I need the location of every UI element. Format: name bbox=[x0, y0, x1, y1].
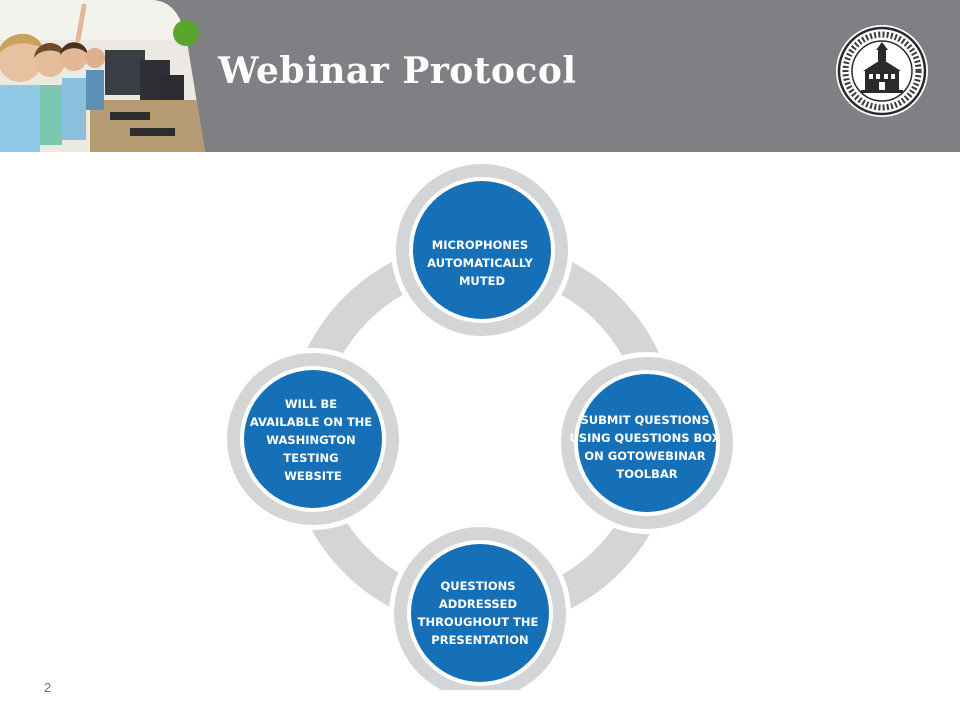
node-top-text: MICROPHONES AUTOMATICALLY MUTED bbox=[427, 238, 537, 288]
node-right-line-3: ON GOTOWEBINAR bbox=[584, 449, 705, 463]
slide-title: Webinar Protocol bbox=[218, 50, 577, 92]
node-top-line-3: MUTED bbox=[459, 274, 505, 288]
node-top: MICROPHONES AUTOMATICALLY MUTED bbox=[391, 160, 573, 341]
node-top-line-2: AUTOMATICALLY bbox=[427, 256, 533, 270]
node-left-line-2: AVAILABLE ON THE bbox=[250, 415, 372, 429]
node-right-line-4: TOOLBAR bbox=[616, 467, 677, 481]
node-left-line-3: WASHINGTON bbox=[266, 433, 355, 447]
node-left-text: WILL BE AVAILABLE ON THE WASHINGTON TEST… bbox=[250, 397, 376, 483]
node-bottom-line-3: THROUGHOUT THE bbox=[418, 615, 539, 629]
page-number: 2 bbox=[44, 680, 52, 695]
node-bottom-text: QUESTIONS ADDRESSED THROUGHOUT THE PRESE… bbox=[418, 579, 543, 647]
header-band: Webinar Protocol bbox=[0, 0, 960, 152]
node-right-text: SUBMIT QUESTIONS USING QUESTIONS BOX ON … bbox=[569, 413, 724, 481]
node-right-line-2: USING QUESTIONS BOX bbox=[569, 431, 720, 445]
node-right: SUBMIT QUESTIONS USING QUESTIONS BOX ON … bbox=[556, 352, 738, 534]
classroom-photo bbox=[0, 0, 205, 152]
node-left: WILL BE AVAILABLE ON THE WASHINGTON TEST… bbox=[222, 348, 404, 530]
node-left-line-5: WEBSITE bbox=[284, 469, 342, 483]
node-bottom-line-4: PRESENTATION bbox=[431, 633, 528, 647]
node-top-line-1: MICROPHONES bbox=[432, 238, 528, 252]
seal-logo bbox=[836, 25, 928, 117]
node-right-line-1: SUBMIT QUESTIONS bbox=[580, 413, 709, 427]
node-bottom-line-2: ADDRESSED bbox=[439, 597, 517, 611]
node-bottom-line-1: QUESTIONS bbox=[440, 579, 515, 593]
accent-dot bbox=[173, 20, 199, 46]
node-bottom: QUESTIONS ADDRESSED THROUGHOUT THE PRESE… bbox=[389, 522, 571, 690]
node-left-line-4: TESTING bbox=[283, 451, 338, 465]
cycle-diagram: MICROPHONES AUTOMATICALLY MUTED SUBMIT Q… bbox=[222, 160, 738, 690]
node-left-line-1: WILL BE bbox=[285, 397, 337, 411]
